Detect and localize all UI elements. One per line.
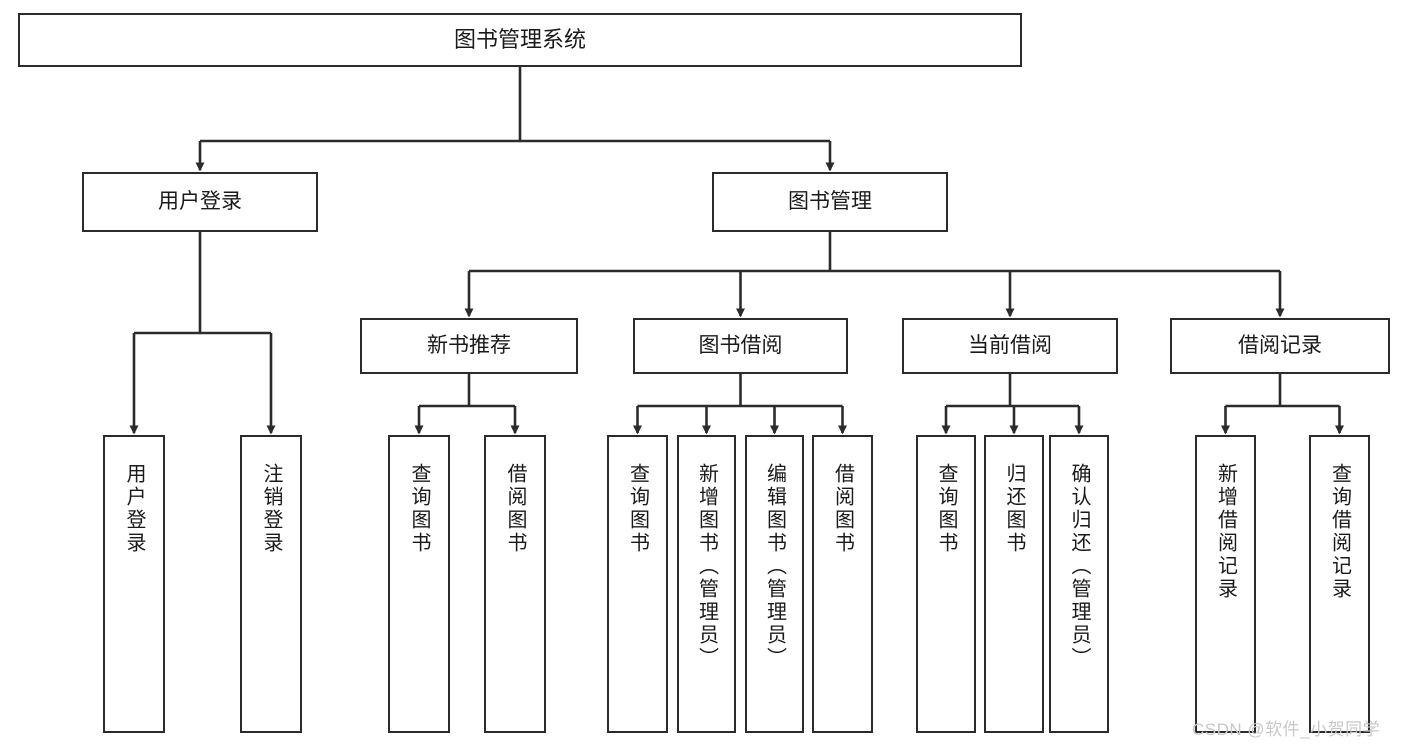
level2-node-图书管理[interactable]: 图书管理: [712, 172, 948, 232]
node-label: 图书管理: [788, 189, 872, 213]
node-label: 查询图书: [408, 463, 430, 555]
leaf-node-查询借阅记录[interactable]: 查询借阅记录: [1309, 435, 1370, 733]
leaf-node-查询图书[interactable]: 查询图书: [388, 435, 450, 733]
leaf-node-确认归还（管理员）[interactable]: 确认归还（管理员）: [1049, 435, 1109, 733]
node-label: 查询图书: [626, 463, 649, 555]
node-label: 借阅图书: [831, 463, 854, 555]
level3-node-借阅记录[interactable]: 借阅记录: [1170, 318, 1390, 374]
leaf-node-查询图书[interactable]: 查询图书: [916, 435, 976, 733]
leaf-node-查询图书[interactable]: 查询图书: [607, 435, 668, 733]
root-node-图书管理系统[interactable]: 图书管理系统: [18, 13, 1022, 67]
leaf-node-用户登录[interactable]: 用户登录: [103, 435, 165, 733]
node-label: 用户登录: [158, 189, 242, 213]
leaf-node-借阅图书[interactable]: 借阅图书: [484, 435, 546, 733]
level3-node-图书借阅[interactable]: 图书借阅: [633, 318, 848, 374]
node-label: 借阅记录: [1238, 333, 1322, 357]
leaf-node-注销登录[interactable]: 注销登录: [240, 435, 302, 733]
node-label: 借阅图书: [504, 463, 526, 555]
node-label: 当前借阅: [968, 333, 1052, 357]
level2-node-用户登录[interactable]: 用户登录: [82, 172, 318, 232]
level3-node-新书推荐[interactable]: 新书推荐: [360, 318, 578, 374]
leaf-node-借阅图书[interactable]: 借阅图书: [812, 435, 873, 733]
node-label: 用户登录: [123, 463, 145, 555]
leaf-node-新增借阅记录[interactable]: 新增借阅记录: [1195, 435, 1256, 733]
node-label: 编辑图书（管理员）: [763, 463, 786, 670]
node-label: 图书管理系统: [453, 27, 586, 53]
node-label: 确认归还（管理员）: [1068, 463, 1090, 670]
csdn-watermark: CSDN @软件_小贺同学: [1192, 720, 1381, 739]
node-label: 新书推荐: [427, 333, 511, 357]
node-label: 图书借阅: [698, 333, 783, 357]
node-label: 归还图书: [1003, 463, 1025, 555]
node-label: 注销登录: [260, 463, 282, 555]
node-label: 查询借阅记录: [1328, 463, 1351, 601]
leaf-node-新增图书（管理员）[interactable]: 新增图书（管理员）: [677, 435, 736, 733]
node-label: 新增借阅记录: [1214, 463, 1237, 601]
leaf-node-归还图书[interactable]: 归还图书: [984, 435, 1044, 733]
leaf-node-编辑图书（管理员）[interactable]: 编辑图书（管理员）: [745, 435, 804, 733]
node-label: 查询图书: [935, 463, 957, 555]
node-label: 新增图书（管理员）: [695, 463, 718, 670]
level3-node-当前借阅[interactable]: 当前借阅: [902, 318, 1118, 374]
